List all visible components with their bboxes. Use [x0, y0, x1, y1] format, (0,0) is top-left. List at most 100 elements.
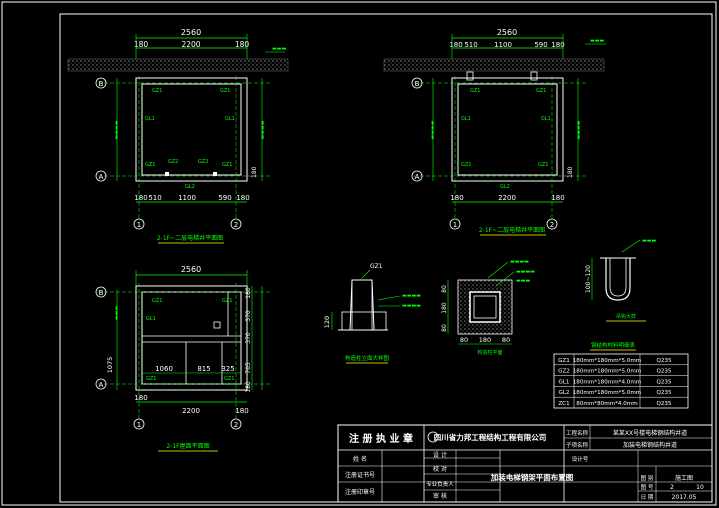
plan2-title: 2-1F~二层电梯井平面图 [479, 226, 545, 234]
plan2-axis-top: B [415, 80, 420, 88]
svg-text:GL1: GL1 [145, 116, 155, 122]
plan1-note: ▬▬▬ [272, 46, 286, 52]
svg-text:▬▬▬: ▬▬▬ [642, 238, 656, 244]
svg-text:GZ1: GZ1 [146, 376, 156, 382]
plan2-slab [383, 58, 605, 72]
tb-review: 审 核 [433, 492, 447, 500]
tb-seal-no-label: 注册印章号 [345, 488, 375, 496]
svg-text:▬▬▬: ▬▬▬ [590, 38, 604, 44]
material-spec: 180mm*180mm*5.0mm [573, 369, 642, 375]
tb-no-total: 10 [696, 484, 704, 491]
plan1-dim-left: 180 [134, 40, 149, 49]
svg-text:GL2: GL2 [500, 184, 510, 190]
plan2-axis-right: 2 [550, 221, 554, 229]
plan3-idim-1: 815 [197, 365, 210, 373]
plan3-rdim-4: 180 [245, 381, 252, 393]
material-code: GL2 [558, 390, 569, 396]
seal-title: 注 册 执 业 章 [349, 432, 413, 445]
svg-text:▬▬▬▬: ▬▬▬▬ [260, 120, 266, 139]
svg-text:GZ1: GZ1 [461, 162, 471, 168]
tb-project-label: 工程名称 [566, 429, 589, 437]
plan3-rdim-3: 705 [245, 362, 252, 374]
plan1-bdim-3: 590 [218, 194, 231, 202]
material-code: GZ2 [558, 369, 570, 375]
plan3-axis-top: B [99, 289, 104, 297]
plan2-axis-left: 1 [453, 221, 457, 229]
tb-no-value: 2 [670, 484, 674, 491]
tb-sub-label: 子项名称 [566, 441, 589, 449]
material-spec: 180mm*180mm*5.0mm [573, 390, 642, 396]
plan1-axis-top: B [99, 80, 104, 88]
plan2-tdim-1: 510 [464, 41, 477, 49]
svg-text:GZ1: GZ1 [224, 376, 234, 382]
plan-3: 2560 B A 1 2 1075 ▬▬▬ 180 370 370 705 18… [95, 265, 270, 452]
svg-text:GZ2: GZ2 [198, 159, 208, 165]
detail1-label: GZ1 [370, 263, 383, 270]
svg-text:GZ2: GZ2 [168, 159, 178, 165]
plan3-rdim-0: 180 [245, 287, 252, 299]
plan1-total-dim: 2560 [181, 28, 201, 37]
plan2-bdim-2: 180 [551, 194, 564, 202]
svg-text:GZ1: GZ1 [470, 88, 480, 94]
svg-text:▬▬▬: ▬▬▬ [516, 278, 530, 284]
tb-project-value: 某某XX号楼电梯钢结构井道 [613, 429, 687, 437]
plan1-dim-right: 180 [235, 40, 250, 49]
detail2-sdim-2: 80 [441, 324, 448, 332]
plan-2: 2560 180 510 1100 590 180 ▬▬▬ B A 1 2 ▬▬… [383, 28, 606, 236]
tb-sub-value: 加装电梯钢结构井道 [623, 441, 677, 449]
detail1-title: 构造柱立面大样图 [345, 354, 390, 362]
material-spec: 80mm*80mm*4.0mm [576, 401, 637, 407]
plan-1: 2560 180 2200 180 ▬▬▬ B A 1 2 ▬▬▬▬ ▬▬▬▬ … [67, 28, 289, 244]
svg-text:▬▬▬▬: ▬▬▬▬ [576, 120, 582, 139]
detail-column-plan: ▬▬▬▬ ▬▬▬▬ ▬▬▬ 80 180 80 80 180 80 构造柱平面 [441, 259, 535, 356]
tb-design: 设 计 [433, 451, 447, 459]
plan1-slab [67, 58, 289, 72]
plan3-rdim-2: 370 [245, 332, 252, 344]
plan2-total-dim: 2560 [497, 28, 517, 37]
tb-date-value: 2017.05 [672, 494, 697, 501]
plan2-tdim-3: 590 [534, 41, 547, 49]
svg-text:GL1: GL1 [225, 116, 235, 122]
svg-text:▬▬▬▬: ▬▬▬▬ [114, 120, 120, 139]
material-spec: 180mm*180mm*4.0mm [573, 379, 642, 385]
detail2-dim-0: 80 [460, 336, 468, 344]
svg-text:▬▬▬▬: ▬▬▬▬ [402, 293, 421, 299]
material-code: ZC1 [558, 401, 570, 407]
detail3-title: 吊钩大样 [616, 313, 636, 320]
plan2-side-dim: 180 [567, 166, 574, 178]
detail2-dim-1: 180 [479, 336, 491, 344]
plan2-tdim-0: 180 [449, 41, 462, 49]
svg-text:GZ1: GZ1 [145, 162, 155, 168]
drawing-title: 加装电梯钢架平面布置图 [490, 472, 574, 482]
plan1-side-dim: 180 [251, 166, 258, 178]
plan3-bdim-2: 180 [235, 407, 248, 415]
plan3-rdim-1: 370 [245, 310, 252, 322]
plan3-title: 2-1F屋面平面图 [166, 443, 209, 450]
plan3-idim-2: 325 [221, 365, 234, 373]
tb-tech: 专业负责人 [426, 480, 454, 488]
svg-text:GL1: GL1 [146, 316, 156, 322]
svg-text:▬▬▬▬: ▬▬▬▬ [402, 303, 421, 309]
plan1-bdim-4: 180 [236, 194, 249, 202]
svg-text:GL1: GL1 [461, 116, 471, 122]
tb-stage-value: 施工图 [675, 474, 693, 482]
material-spec: 180mm*180mm*5.0mm [573, 358, 642, 364]
tb-check: 校 对 [433, 465, 447, 473]
detail2-sdim-0: 80 [441, 285, 448, 293]
tb-reg-label: 注册证书号 [345, 471, 375, 479]
material-grade: Q235 [656, 379, 672, 385]
plan3-axis-right: 2 [234, 421, 238, 429]
detail2-title: 构造柱平面 [477, 349, 502, 356]
svg-text:▬▬▬▬: ▬▬▬▬ [430, 120, 436, 139]
detail2-dim-2: 80 [502, 336, 510, 344]
svg-text:GZ1: GZ1 [152, 298, 162, 304]
detail-hook: ▬▬▬ 100~120 吊钩大样 [585, 238, 656, 322]
material-code: GZ1 [558, 358, 570, 364]
svg-text:GL1: GL1 [541, 116, 551, 122]
plan3-left-dim: 1075 [106, 357, 114, 374]
svg-text:▬▬▬: ▬▬▬ [114, 306, 120, 320]
plan3-bdim-1: 2200 [182, 407, 200, 415]
plan1-axis-left: 1 [137, 221, 141, 229]
